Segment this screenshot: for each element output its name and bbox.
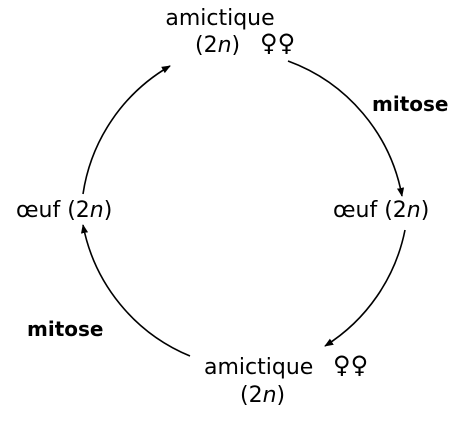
arc-bottom-to-left	[80, 224, 191, 357]
node-bottom-name: amictique	[204, 355, 314, 380]
node-top-ploidy: (2n)	[195, 33, 241, 58]
female-female-symbol-top: ♀♀	[260, 29, 296, 57]
arc-top-to-right	[287, 60, 405, 197]
female-female-symbol-bottom: ♀♀	[333, 351, 369, 379]
node-right: œuf (2n)	[333, 198, 430, 223]
node-top: amictique	[150, 6, 290, 32]
node-bottom-ploidy: (2n)	[240, 383, 286, 408]
edge-label-right: mitose	[372, 92, 449, 116]
arc-left-to-top	[82, 65, 171, 195]
arc-right-to-bottom	[324, 229, 406, 347]
node-top-name: amictique	[165, 6, 275, 31]
node-left: œuf (2n)	[16, 198, 113, 223]
edge-label-left: mitose	[27, 317, 104, 341]
